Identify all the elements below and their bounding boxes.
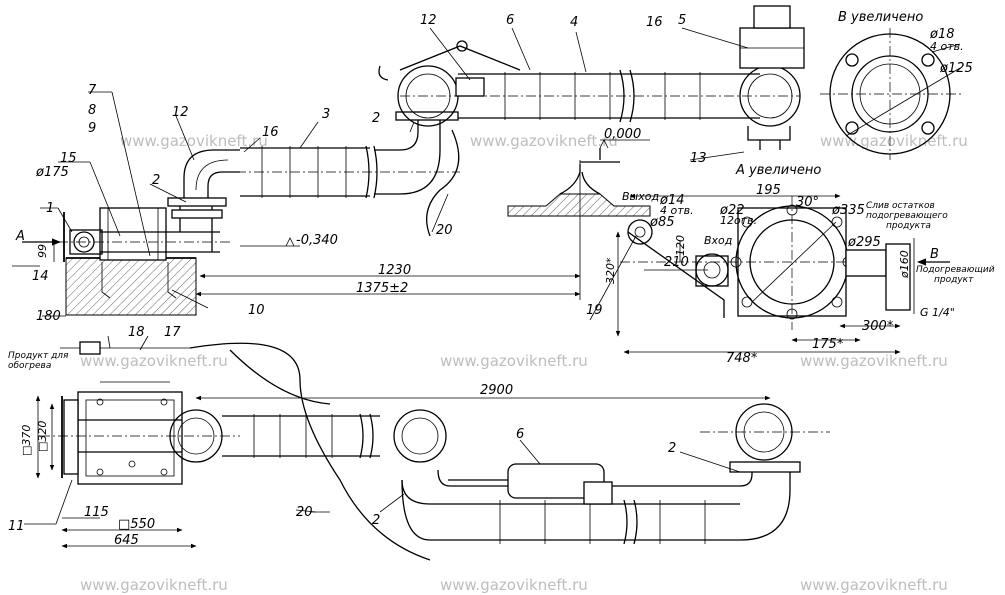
watermark-text: www.gazovikneft.ru bbox=[470, 132, 618, 150]
holes-4b: 4 отв. bbox=[660, 204, 694, 217]
insulation-bands bbox=[499, 500, 706, 544]
callout-6: 6 bbox=[506, 13, 514, 28]
dim-120: 120 bbox=[674, 235, 687, 256]
callout-20: 20 bbox=[436, 223, 453, 238]
holes-12: 12отв. bbox=[720, 214, 757, 227]
outlet-label: Выход bbox=[622, 190, 659, 203]
dim-d295: ø295 bbox=[847, 235, 881, 250]
dim-sq370: □370 bbox=[20, 425, 33, 456]
callout-2: 2 bbox=[668, 441, 676, 456]
dim-d18: ø18 bbox=[929, 27, 955, 42]
dim-300s: 300* bbox=[862, 319, 894, 334]
callout-3: 3 bbox=[322, 107, 330, 122]
callout-6: 6 bbox=[516, 427, 524, 442]
callout-20: 20 bbox=[296, 505, 313, 520]
insulation-bands bbox=[261, 146, 347, 198]
callout-9: 9 bbox=[88, 121, 96, 136]
dim-180: 180 bbox=[36, 309, 61, 324]
callout-18: 18 bbox=[128, 325, 145, 340]
callout-16: 16 bbox=[262, 125, 279, 140]
inlet-label: Вход bbox=[704, 234, 732, 247]
dim-sq550: □550 bbox=[118, 517, 155, 532]
dim-1230: 1230 bbox=[378, 263, 411, 278]
callout-8: 8 bbox=[88, 103, 96, 118]
callout-10: 10 bbox=[248, 303, 265, 318]
elevation-034: -0,340 bbox=[296, 233, 338, 248]
view-letter-A: А bbox=[15, 229, 25, 244]
dim-d125: ø125 bbox=[939, 61, 973, 76]
dim-320s: 320* bbox=[604, 257, 617, 284]
callout-4: 4 bbox=[570, 15, 578, 30]
callout-11: 11 bbox=[8, 519, 25, 534]
view-title-A: А увеличено bbox=[735, 163, 821, 178]
dim-195: 195 bbox=[756, 183, 781, 198]
callout-2: 2 bbox=[152, 173, 160, 188]
angle-30: 30° bbox=[796, 195, 819, 210]
foundation-block bbox=[65, 257, 197, 316]
dim-d22: ø22 bbox=[719, 203, 745, 218]
watermark-text: www.gazovikneft.ru bbox=[440, 352, 588, 370]
product-note-2: обогрева bbox=[8, 361, 51, 371]
detail-view-B bbox=[820, 28, 962, 160]
callout-12: 12 bbox=[172, 105, 189, 120]
base-stand bbox=[99, 207, 167, 261]
callout-2: 2 bbox=[372, 111, 380, 126]
dim-210: 210 bbox=[664, 255, 689, 270]
watermark-text: www.gazovikneft.ru bbox=[440, 576, 588, 594]
dim-748s: 748* bbox=[726, 351, 758, 366]
dim-99: 99 bbox=[36, 244, 49, 258]
product-note-1: Продукт для bbox=[8, 351, 69, 361]
watermarks: www.gazovikneft.ru www.gazovikneft.ru ww… bbox=[80, 132, 968, 594]
dim-1375: 1375±2 bbox=[356, 281, 408, 296]
callout-13: 13 bbox=[690, 151, 707, 166]
dim-d160: ø160 bbox=[898, 250, 911, 279]
view-title-B: В увеличено bbox=[838, 10, 923, 25]
callout-7: 7 bbox=[88, 83, 97, 98]
dim-2900: 2900 bbox=[480, 383, 513, 398]
watermark-text: www.gazovikneft.ru bbox=[820, 132, 968, 150]
leader-lines bbox=[12, 27, 749, 525]
callout-19: 19 bbox=[586, 303, 603, 318]
callout-16: 16 bbox=[646, 15, 663, 30]
view-letter-B: В bbox=[930, 247, 939, 262]
callout-1: 1 bbox=[46, 201, 54, 216]
watermark-text: www.gazovikneft.ru bbox=[80, 576, 228, 594]
callout-2: 2 bbox=[372, 513, 380, 528]
dim-d85: ø85 bbox=[649, 215, 675, 230]
heating-note-2: продукт bbox=[934, 275, 974, 285]
dim-645: 645 bbox=[114, 533, 139, 548]
callout-14: 14 bbox=[32, 269, 49, 284]
dim-115: 115 bbox=[84, 505, 109, 520]
watermark-text: www.gazovikneft.ru bbox=[80, 352, 228, 370]
watermark-text: www.gazovikneft.ru bbox=[120, 132, 268, 150]
dim-d175: ø175 bbox=[35, 165, 69, 180]
watermark-text: www.gazovikneft.ru bbox=[800, 576, 948, 594]
callout-5: 5 bbox=[678, 13, 686, 28]
callout-17: 17 bbox=[164, 325, 181, 340]
callout-12: 12 bbox=[420, 13, 437, 28]
insulation-bands bbox=[504, 72, 701, 120]
plan-view-lower bbox=[35, 341, 830, 561]
dim-d14: ø14 bbox=[659, 193, 685, 208]
drain-note-3: продукта bbox=[886, 221, 931, 231]
callout-15: 15 bbox=[60, 151, 77, 166]
dim-175s: 175* bbox=[812, 337, 844, 352]
watermark-text: www.gazovikneft.ru bbox=[800, 352, 948, 370]
elevation-0: 0,000 bbox=[604, 127, 641, 142]
dim-sq320: □320 bbox=[36, 421, 49, 452]
detail-view-A bbox=[615, 193, 915, 355]
drain-note-2: подогревающего bbox=[866, 211, 948, 221]
side-view-upper bbox=[22, 5, 950, 317]
holes-4: 4 отв. bbox=[930, 40, 964, 53]
thread-g14: G 1/4" bbox=[920, 306, 955, 319]
drain-note-1: Слив остатков bbox=[866, 201, 935, 211]
dim-d335: ø335 bbox=[831, 203, 865, 218]
labels: В увеличено А увеличено А В 1 2 2 2 2 3 … bbox=[8, 10, 995, 548]
insulation-bands bbox=[253, 414, 333, 458]
heating-note-1: Подогревающий bbox=[916, 265, 995, 275]
